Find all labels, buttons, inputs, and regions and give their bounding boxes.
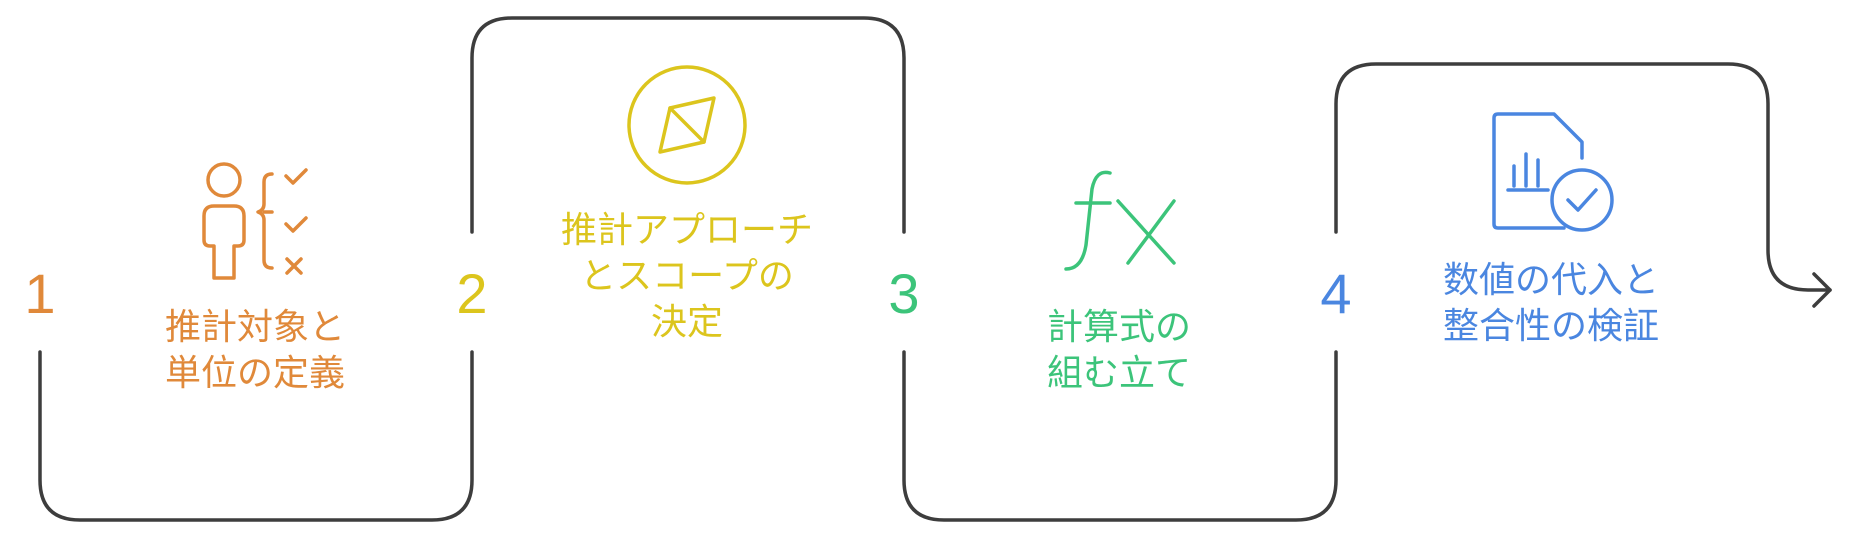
connector-segment-2-3 <box>470 16 906 234</box>
step-2-label: 推計アプローチ とスコープの 決定 <box>560 210 813 343</box>
step-3-label: 計算式の 組む立て <box>1046 307 1191 394</box>
step-1-number: 1 <box>24 262 56 325</box>
function-fx-icon <box>1064 170 1176 271</box>
report-check-icon <box>1492 112 1614 232</box>
connector-segment-4-end <box>1334 62 1832 292</box>
connector-segment-1-2 <box>38 350 474 522</box>
step-2-number: 2 <box>456 262 488 325</box>
step-3-number: 3 <box>888 262 920 325</box>
step-4-label: 数値の代入と 整合性の検証 <box>1442 260 1659 347</box>
person-checklist-icon <box>202 162 308 280</box>
arrow-head-icon <box>1812 272 1832 308</box>
compass-icon <box>627 65 747 185</box>
step-4-number: 4 <box>1320 262 1352 325</box>
step-1-label: 推計対象と 単位の定義 <box>164 307 345 394</box>
connector-segment-3-4 <box>902 350 1338 522</box>
